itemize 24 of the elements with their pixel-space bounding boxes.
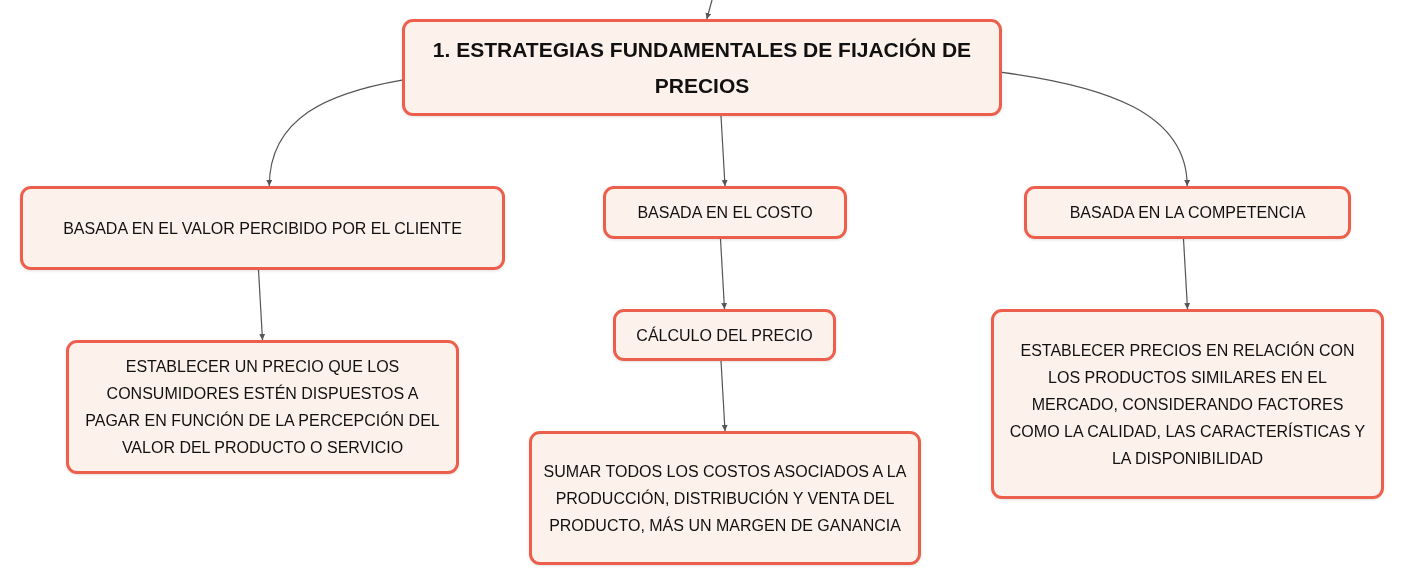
connector-arrow: [1182, 238, 1191, 310]
connector-arrow: [1001, 71, 1190, 187]
connector-arrow: [719, 238, 728, 310]
topic-title: 1. ESTRATEGIAS FUNDAMENTALES DE FIJACIÓN DE PRECIOS: [431, 36, 973, 99]
subtopic-box: [1024, 186, 1351, 239]
main-topic-box: [402, 19, 1002, 116]
node-text: SUMAR TODOS LOS COSTOS ASOCIADOS A LA PRODUCCIÓN, DISTRIBUCIÓN Y VENTA DEL PRODUCTO, MÁS UN MARGEN DE GANANCIA: [542, 461, 908, 536]
node-text: BASADA EN LA COMPETENCIA: [1069, 203, 1306, 223]
connector-arrow: [266, 79, 403, 187]
connector-arrow: [720, 360, 728, 432]
node-text: CÁLCULO DEL PRECIO: [636, 325, 813, 346]
node-text: ESTABLECER UN PRECIO QUE LOS CONSUMIDORES ESTÉN DISPUESTOS A PAGAR EN FUNCIÓN DE LA PERCEPCIÓN DEL VALOR DEL PRODUCTO O SERVICIO: [84, 357, 441, 458]
description-box: [529, 431, 921, 565]
step-box: [613, 309, 836, 361]
subtopic-box: [603, 186, 847, 239]
node-text: BASADA EN EL COSTO: [637, 203, 813, 223]
node-text: BASADA EN EL VALOR PERCIBIDO POR EL CLIENTE: [63, 218, 462, 239]
description-box: [991, 309, 1384, 499]
connector-arrow: [257, 269, 266, 341]
description-box: [66, 340, 459, 474]
connector-arrow: [720, 115, 728, 187]
subtopic-box: [20, 186, 505, 270]
node-text: ESTABLECER PRECIOS EN RELACIÓN CON LOS PRODUCTOS SIMILARES EN EL MERCADO, CONSIDERANDO FACTORES COMO LA CALIDAD, LAS CARACTERÍSTICAS Y LA DISPONIBILIDAD: [1008, 340, 1367, 469]
connector-arrow: [705, 0, 713, 20]
